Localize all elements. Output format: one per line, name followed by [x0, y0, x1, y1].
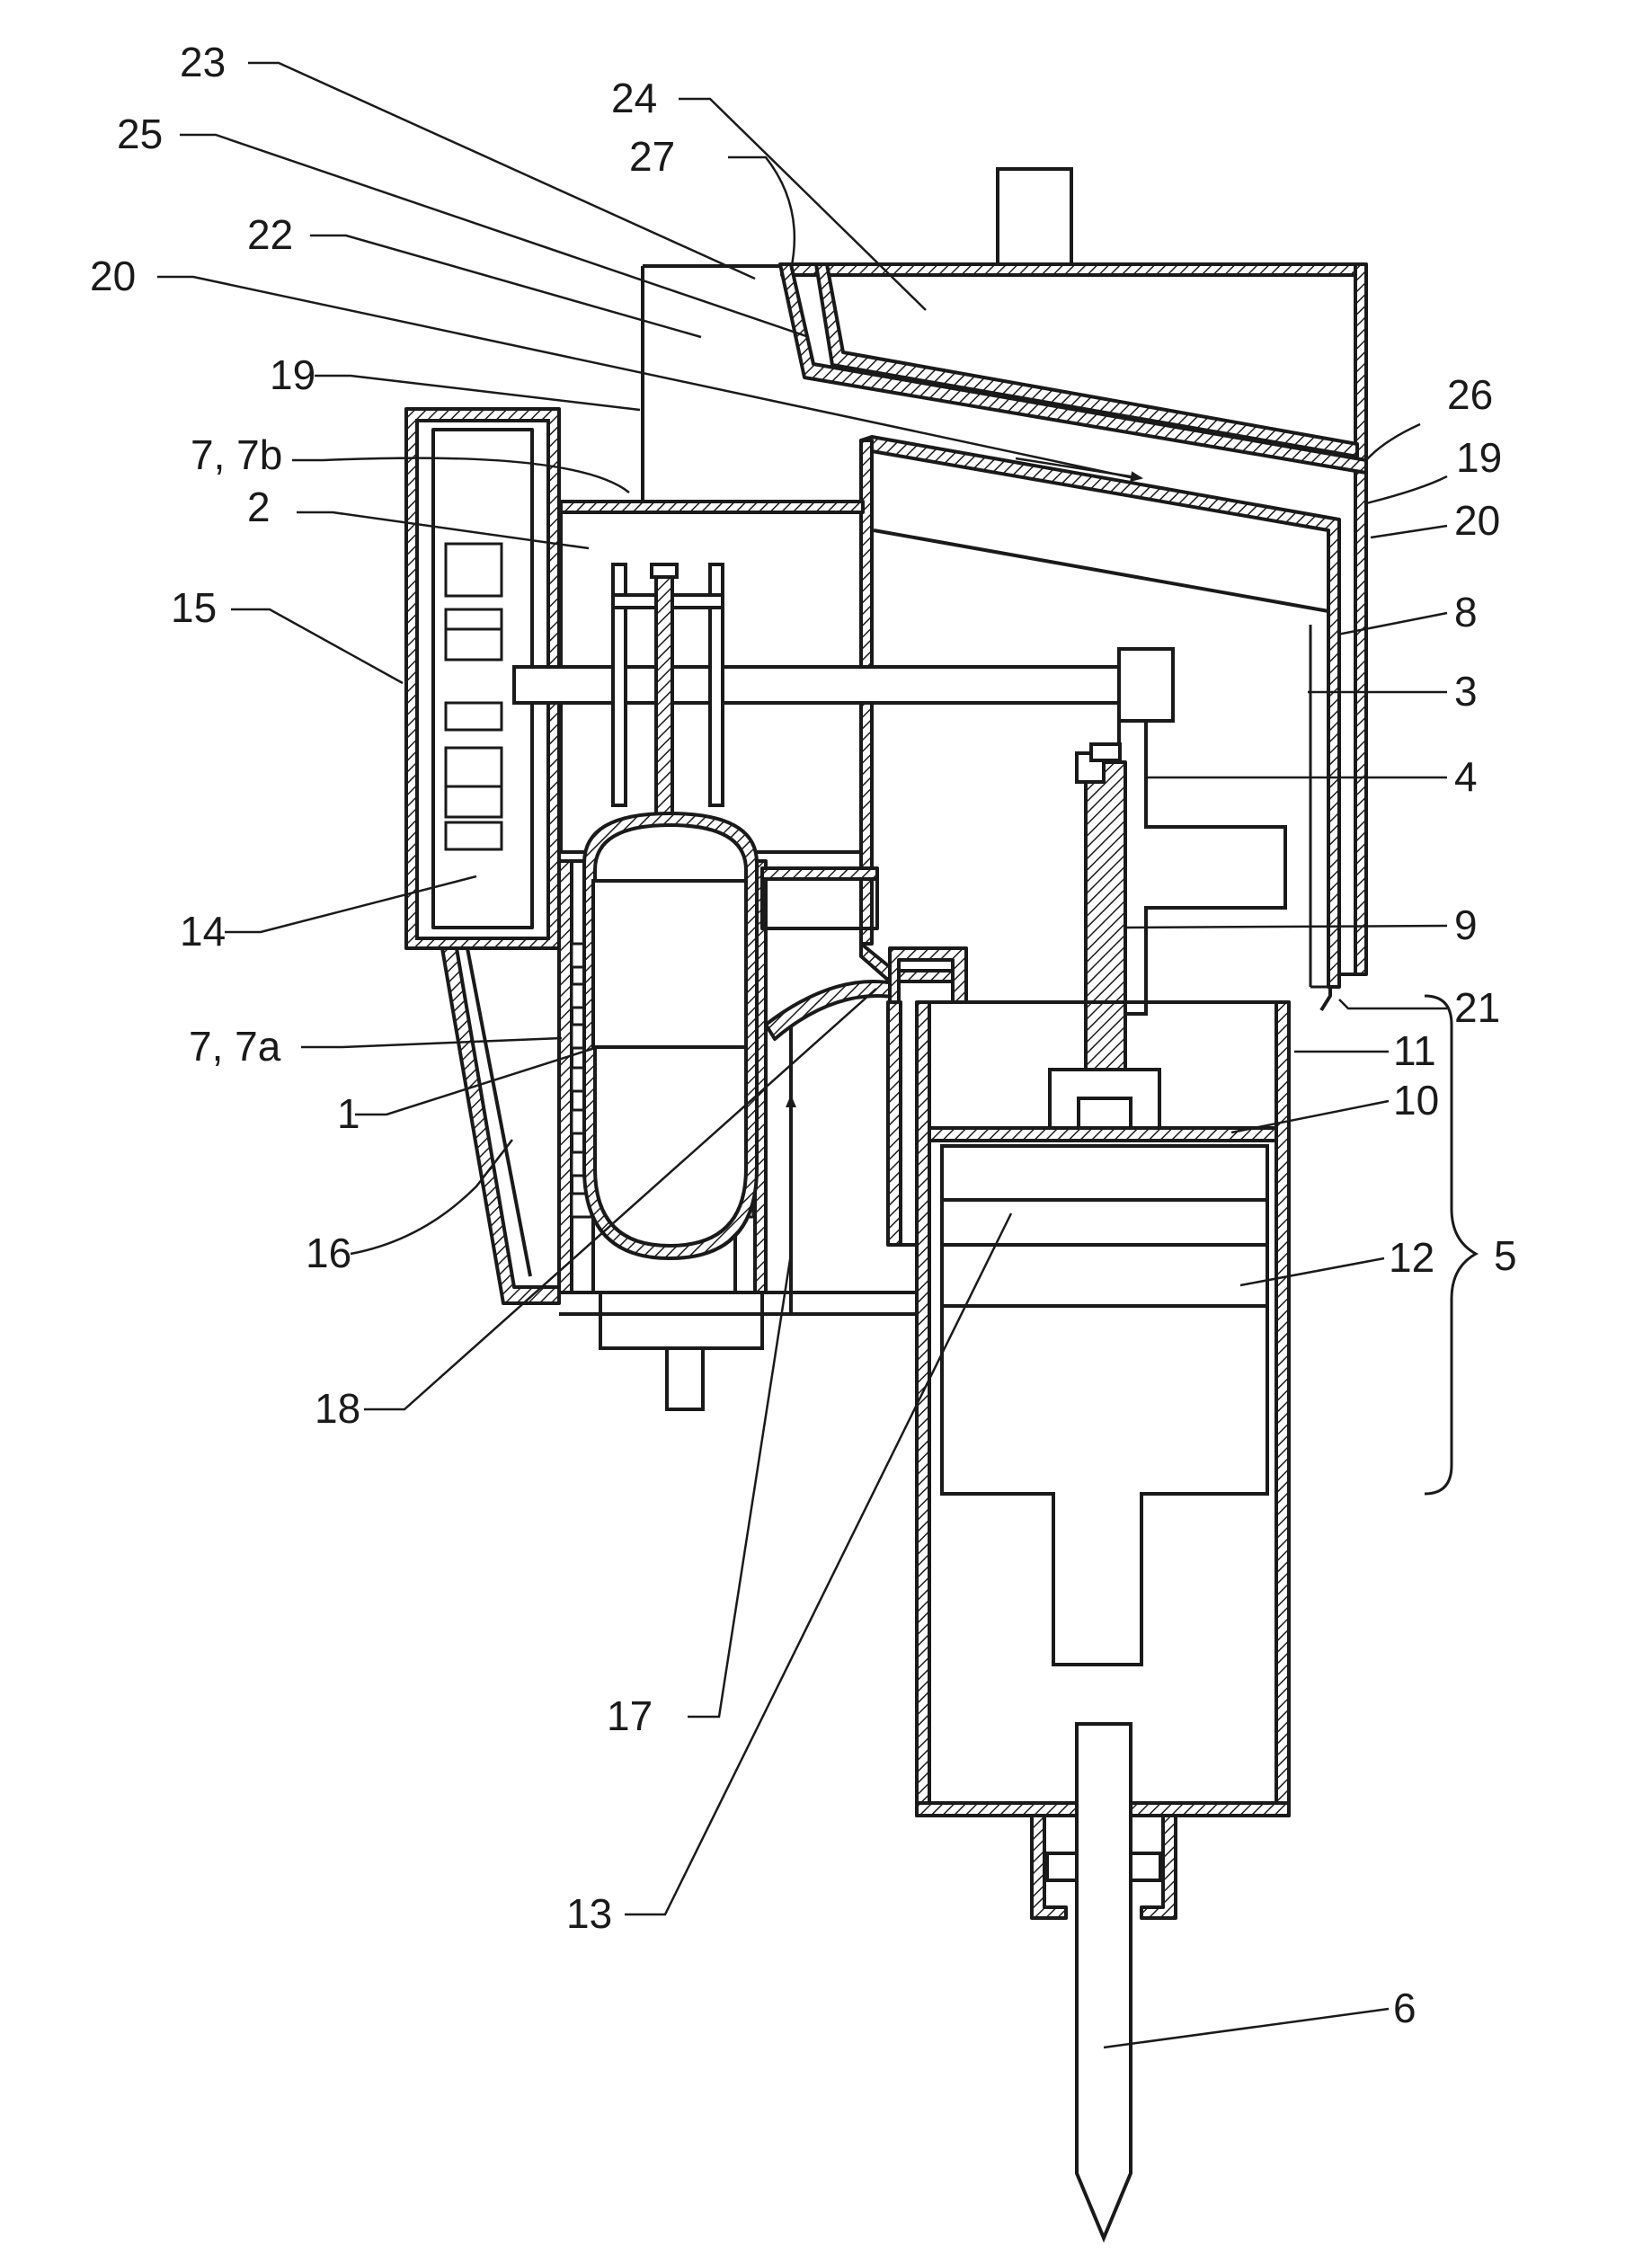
crank-4 — [1119, 649, 1285, 1014]
top-shaft — [998, 169, 1071, 268]
label-6: 6 — [1393, 1985, 1417, 2031]
label-3: 3 — [1454, 668, 1478, 715]
label-24: 24 — [611, 75, 657, 121]
duct-18 — [766, 948, 966, 1245]
label-23: 23 — [180, 39, 226, 85]
label-14: 14 — [180, 908, 226, 955]
label-8: 8 — [1454, 589, 1478, 635]
label-20-right: 20 — [1454, 497, 1500, 544]
label-13: 13 — [566, 1890, 612, 1937]
label-15: 15 — [171, 584, 217, 631]
label-9: 9 — [1454, 902, 1478, 948]
label-20-left: 20 — [90, 253, 136, 299]
label-19-left: 19 — [270, 351, 315, 398]
label-26: 26 — [1447, 371, 1493, 418]
label-27: 27 — [629, 133, 675, 180]
label-17: 17 — [607, 1692, 653, 1739]
tool-6 — [1077, 1724, 1131, 2238]
label-2: 2 — [247, 484, 271, 530]
label-25: 25 — [117, 111, 163, 157]
label-12: 12 — [1389, 1234, 1434, 1281]
label-5: 5 — [1494, 1232, 1517, 1279]
motor-1 — [584, 813, 762, 1409]
label-18: 18 — [315, 1385, 360, 1432]
label-1: 1 — [337, 1090, 360, 1137]
label-22: 22 — [247, 211, 293, 258]
label-7-7a: 7, 7a — [189, 1023, 281, 1070]
label-10: 10 — [1393, 1077, 1439, 1124]
label-7-7b: 7, 7b — [191, 431, 282, 478]
label-4: 4 — [1454, 753, 1478, 800]
label-11: 11 — [1393, 1027, 1436, 1074]
duct-16 — [442, 948, 559, 1303]
label-19-right: 19 — [1456, 434, 1502, 481]
label-16: 16 — [306, 1230, 351, 1276]
label-21: 21 — [1454, 984, 1500, 1031]
